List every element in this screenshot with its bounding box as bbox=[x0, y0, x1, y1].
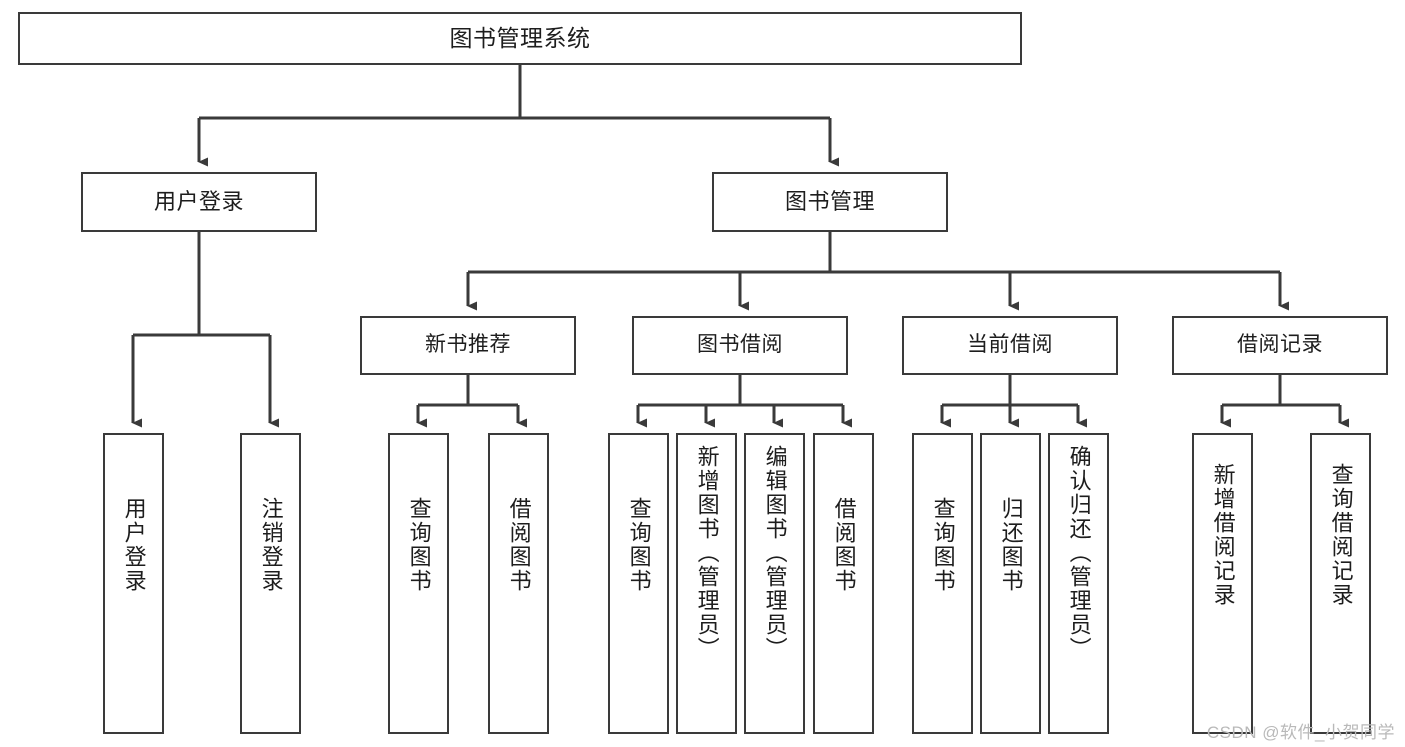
node-borrow-record[interactable]: 借阅记录 bbox=[1172, 316, 1388, 375]
node-root-label: 图书管理系统 bbox=[449, 24, 591, 51]
leaf-add-borrow-record-label: 新增借阅记录 bbox=[1210, 463, 1236, 607]
leaf-edit-book-admin[interactable]: 编辑图书（管理员） bbox=[744, 433, 805, 734]
leaf-query-borrow-record[interactable]: 查询借阅记录 bbox=[1310, 433, 1371, 734]
leaf-query-book-cb-label: 查询图书 bbox=[930, 497, 956, 593]
node-user-login[interactable]: 用户登录 bbox=[81, 172, 317, 232]
leaf-logout-label: 注销登录 bbox=[258, 497, 284, 593]
leaf-borrow-book-nb-label: 借阅图书 bbox=[506, 497, 532, 593]
leaf-return-book[interactable]: 归还图书 bbox=[980, 433, 1041, 734]
leaf-borrow-book-bb-label: 借阅图书 bbox=[831, 497, 857, 593]
node-user-login-label: 用户登录 bbox=[153, 189, 244, 215]
leaf-confirm-return-admin[interactable]: 确认归还（管理员） bbox=[1048, 433, 1109, 734]
leaf-return-book-label: 归还图书 bbox=[998, 497, 1024, 593]
leaf-query-borrow-record-label: 查询借阅记录 bbox=[1328, 463, 1354, 607]
node-book-borrow[interactable]: 图书借阅 bbox=[632, 316, 848, 375]
node-borrow-record-label: 借阅记录 bbox=[1237, 333, 1323, 357]
node-book-manage[interactable]: 图书管理 bbox=[712, 172, 948, 232]
node-current-borrow-label: 当前借阅 bbox=[967, 333, 1053, 357]
node-book-manage-label: 图书管理 bbox=[784, 189, 875, 215]
leaf-user-login-label: 用户登录 bbox=[121, 497, 147, 593]
leaf-edit-book-admin-label: 编辑图书（管理员） bbox=[762, 445, 788, 661]
leaf-logout[interactable]: 注销登录 bbox=[240, 433, 301, 734]
leaf-query-book-cb[interactable]: 查询图书 bbox=[912, 433, 973, 734]
leaf-add-book-admin[interactable]: 新增图书（管理员） bbox=[676, 433, 737, 734]
node-current-borrow[interactable]: 当前借阅 bbox=[902, 316, 1118, 375]
leaf-query-book-bb[interactable]: 查询图书 bbox=[608, 433, 669, 734]
leaf-query-book-bb-label: 查询图书 bbox=[626, 497, 652, 593]
leaf-borrow-book-nb[interactable]: 借阅图书 bbox=[488, 433, 549, 734]
leaf-borrow-book-bb[interactable]: 借阅图书 bbox=[813, 433, 874, 734]
node-root[interactable]: 图书管理系统 bbox=[18, 12, 1022, 65]
leaf-query-book-nb[interactable]: 查询图书 bbox=[388, 433, 449, 734]
node-book-borrow-label: 图书借阅 bbox=[697, 333, 783, 357]
node-new-book-recommend-label: 新书推荐 bbox=[425, 333, 511, 357]
leaf-confirm-return-admin-label: 确认归还（管理员） bbox=[1066, 445, 1092, 661]
leaf-query-book-nb-label: 查询图书 bbox=[406, 497, 432, 593]
leaf-user-login[interactable]: 用户登录 bbox=[103, 433, 164, 734]
node-new-book-recommend[interactable]: 新书推荐 bbox=[360, 316, 576, 375]
leaf-add-borrow-record[interactable]: 新增借阅记录 bbox=[1192, 433, 1253, 734]
leaf-add-book-admin-label: 新增图书（管理员） bbox=[694, 445, 720, 661]
